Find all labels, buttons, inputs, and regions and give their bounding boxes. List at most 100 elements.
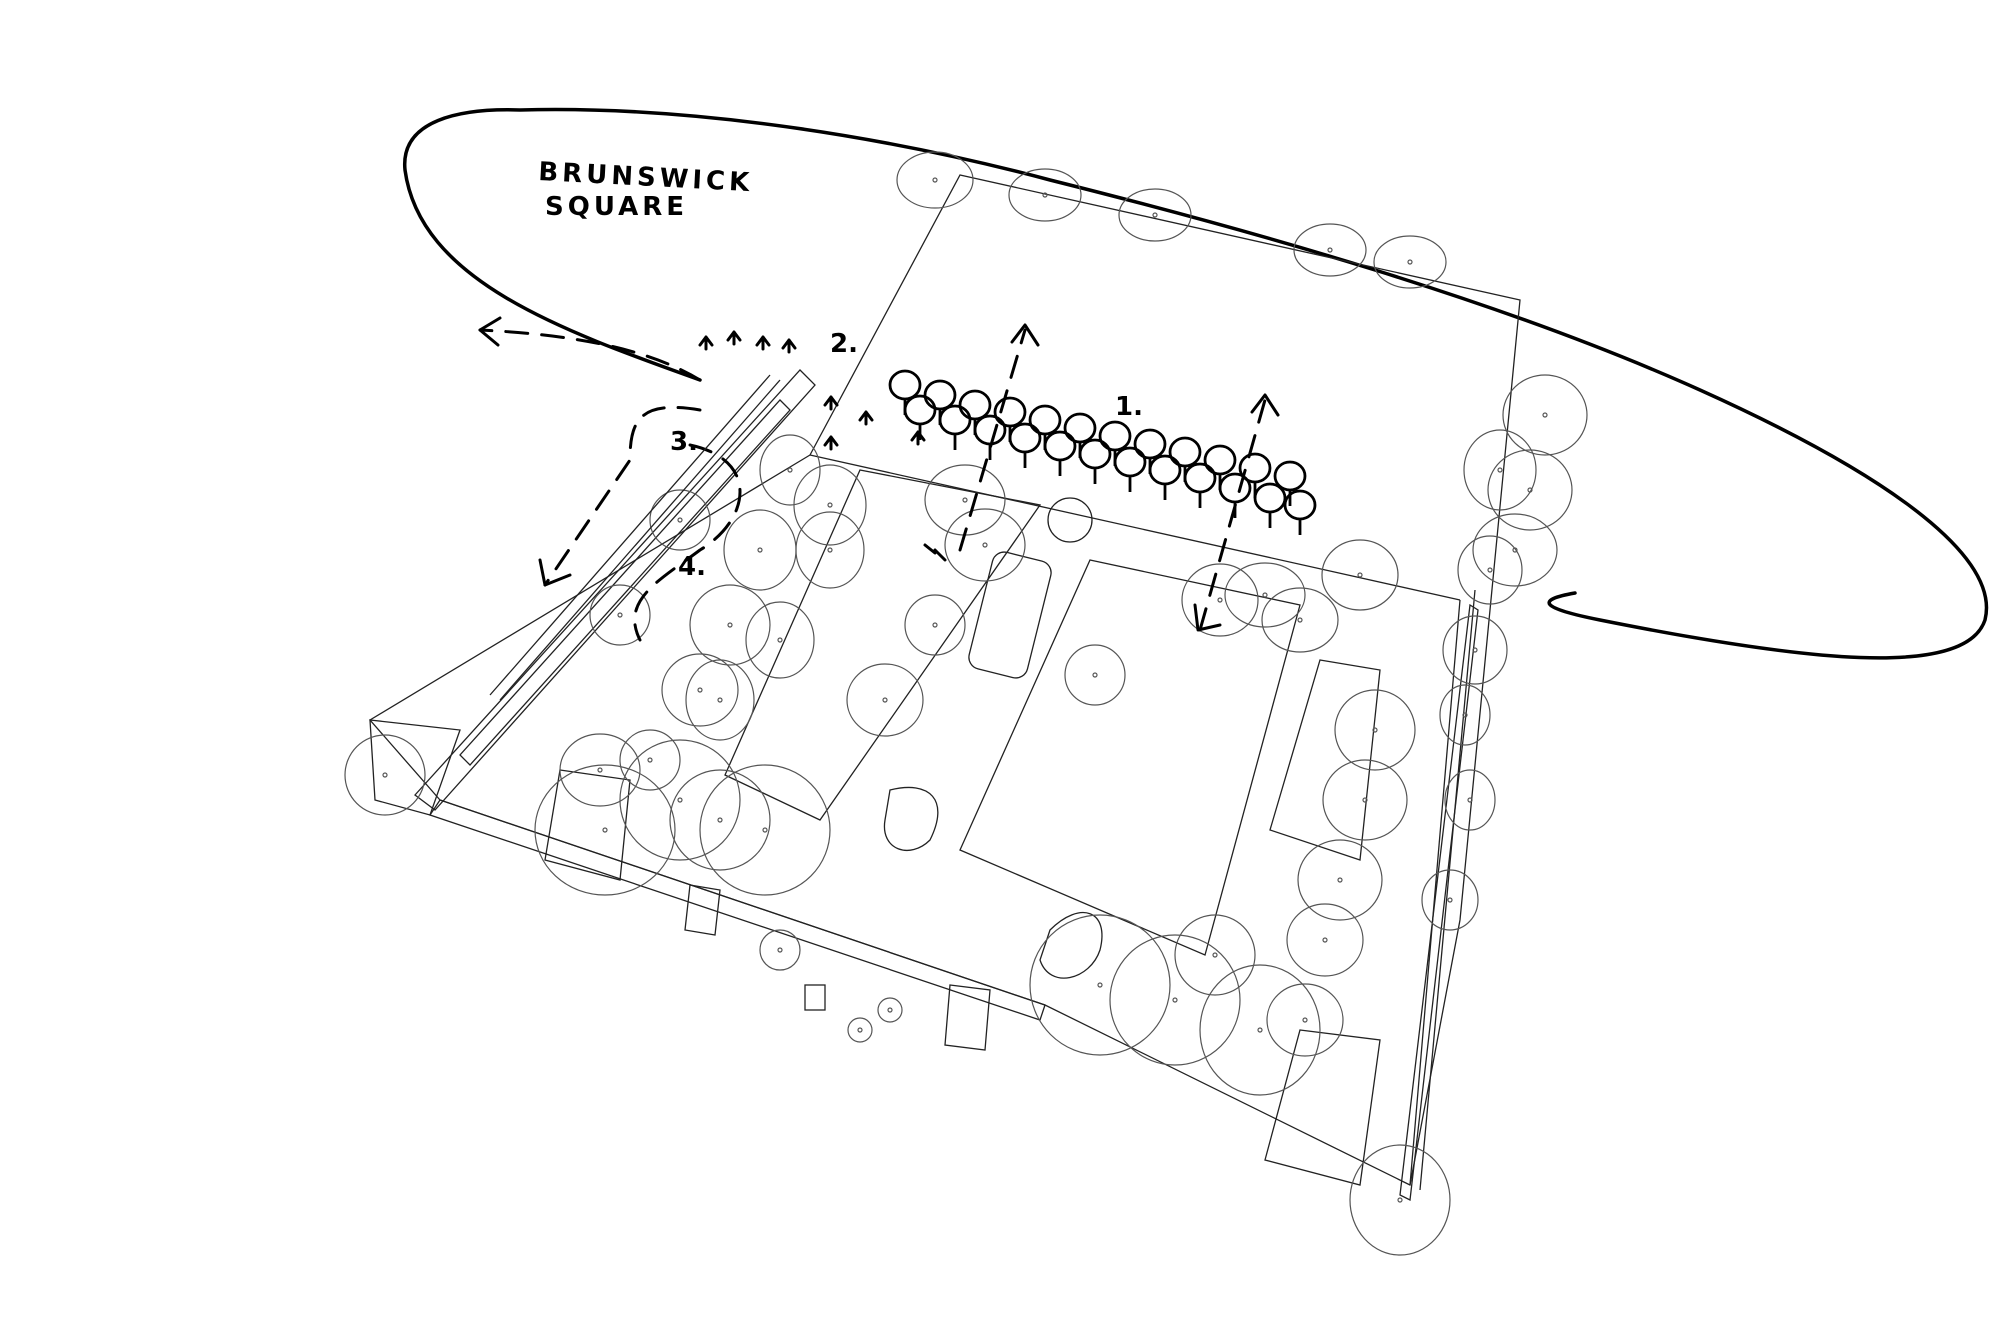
existing-tree-canopy — [1502, 374, 1588, 456]
tree-trunk-dot — [697, 687, 703, 693]
new-tree-symbol — [1008, 422, 1042, 454]
existing-tree-canopy — [1373, 235, 1447, 289]
new-tree-symbol — [1043, 430, 1077, 462]
existing-tree-canopy — [1457, 535, 1523, 605]
existing-tree-canopy — [589, 584, 651, 646]
tree-trunk-dot — [1472, 647, 1478, 653]
existing-tree-canopy — [1439, 684, 1491, 746]
tree-trunk-dot — [1467, 797, 1473, 803]
new-tree-row — [888, 369, 1317, 535]
existing-tree-canopy — [1349, 1144, 1451, 1256]
new-tree-symbol — [1133, 428, 1167, 460]
new-tree-symbol — [958, 389, 992, 421]
existing-tree-canopy — [1334, 689, 1416, 771]
new-tree-symbol — [1063, 412, 1097, 444]
existing-tree-canopy — [877, 997, 903, 1023]
tree-trunk-dot — [597, 767, 603, 773]
existing-tree-canopy — [1261, 587, 1339, 653]
existing-tree-canopy — [669, 769, 771, 871]
tree-trunk-dot — [787, 467, 793, 473]
marker-4: 4. — [678, 552, 706, 582]
tree-trunk-dot — [677, 517, 683, 523]
new-tree-symbol — [888, 369, 922, 401]
existing-tree-canopy — [944, 508, 1026, 582]
tree-trunk-dot — [382, 772, 388, 778]
existing-tree-canopy — [344, 734, 426, 816]
marker-1: 1. — [1115, 392, 1143, 422]
new-tree-symbol — [1113, 446, 1147, 478]
tree-trunk-dot — [717, 817, 723, 823]
tree-trunk-dot — [1447, 897, 1453, 903]
tree-trunk-dot — [1092, 672, 1098, 678]
existing-tree-canopy — [1109, 934, 1241, 1066]
tree-trunk-dot — [932, 177, 938, 183]
tree-trunk-dot — [1337, 877, 1343, 883]
south-terrace — [428, 603, 1479, 1201]
existing-tree-canopy — [619, 739, 741, 861]
new-tree-symbol — [903, 394, 937, 426]
existing-tree-canopy — [896, 151, 974, 209]
existing-tree-canopy — [1266, 983, 1344, 1057]
tree-trunk-dot — [717, 697, 723, 703]
new-tree-symbol — [1078, 438, 1112, 470]
existing-tree-canopy — [759, 434, 821, 506]
tree-trunk-dot — [882, 697, 888, 703]
existing-trees — [344, 151, 1588, 1256]
new-tree-symbol — [938, 404, 972, 436]
existing-tree-canopy — [847, 1017, 873, 1043]
new-tree-symbol — [1253, 482, 1287, 514]
existing-tree-canopy — [1463, 429, 1537, 511]
existing-tree-canopy — [1472, 513, 1558, 587]
existing-tree-canopy — [1029, 914, 1171, 1056]
tree-trunk-dot — [962, 497, 968, 503]
tree-trunk-dot — [1327, 247, 1333, 253]
new-tree-symbol — [1098, 420, 1132, 452]
site-name-line2: SQUARE — [545, 192, 688, 222]
existing-tree-canopy — [1293, 223, 1367, 277]
tree-trunk-dot — [1042, 192, 1048, 198]
tree-trunk-dot — [602, 827, 608, 833]
existing-tree-canopy — [745, 601, 815, 679]
arrow-path-north-west — [478, 328, 702, 382]
site-boundary — [368, 174, 1521, 1191]
existing-tree-canopy — [1181, 563, 1259, 637]
tree-trunk-dot — [1262, 592, 1268, 598]
tree-trunk-dot — [1097, 982, 1103, 988]
arrow-path-north-1 — [958, 328, 1027, 552]
tree-trunk-dot — [1217, 597, 1223, 603]
existing-tree-canopy — [1199, 964, 1321, 1096]
marker-3: 3. — [670, 427, 698, 457]
new-tree-symbol — [973, 414, 1007, 446]
new-tree-symbol — [1218, 472, 1252, 504]
existing-tree-canopy — [649, 489, 711, 551]
tree-trunk-dot — [1542, 412, 1548, 418]
existing-tree-canopy — [661, 653, 739, 727]
tree-trunk-dot — [1487, 567, 1493, 573]
new-tree-symbol — [1203, 444, 1237, 476]
tree-trunk-dot — [1362, 797, 1368, 803]
tree-trunk-dot — [617, 612, 623, 618]
arrow-path-north-2 — [1198, 398, 1267, 632]
movement-arrows — [478, 316, 1280, 642]
existing-tree-canopy — [1224, 562, 1306, 628]
existing-tree-canopy — [1487, 449, 1573, 531]
existing-tree-canopy — [1286, 903, 1364, 977]
tree-trunk-dot — [857, 1027, 863, 1033]
tree-trunk-dot — [777, 947, 783, 953]
tree-trunk-dot — [777, 637, 783, 643]
west-terrace — [369, 369, 816, 816]
tree-trunk-dot — [1297, 617, 1303, 623]
tree-trunk-dot — [1212, 952, 1218, 958]
existing-tree-canopy — [534, 764, 676, 896]
tree-trunk-dot — [827, 502, 833, 508]
existing-tree-canopy — [699, 764, 831, 896]
existing-tree-canopy — [846, 663, 924, 737]
existing-tree-canopy — [689, 584, 771, 666]
existing-tree-canopy — [685, 659, 755, 741]
tree-trunk-dot — [1397, 1197, 1403, 1203]
existing-tree-canopy — [795, 511, 865, 589]
marker-2: 2. — [830, 329, 858, 359]
existing-tree-canopy — [1297, 839, 1383, 921]
existing-tree-canopy — [1064, 644, 1126, 706]
